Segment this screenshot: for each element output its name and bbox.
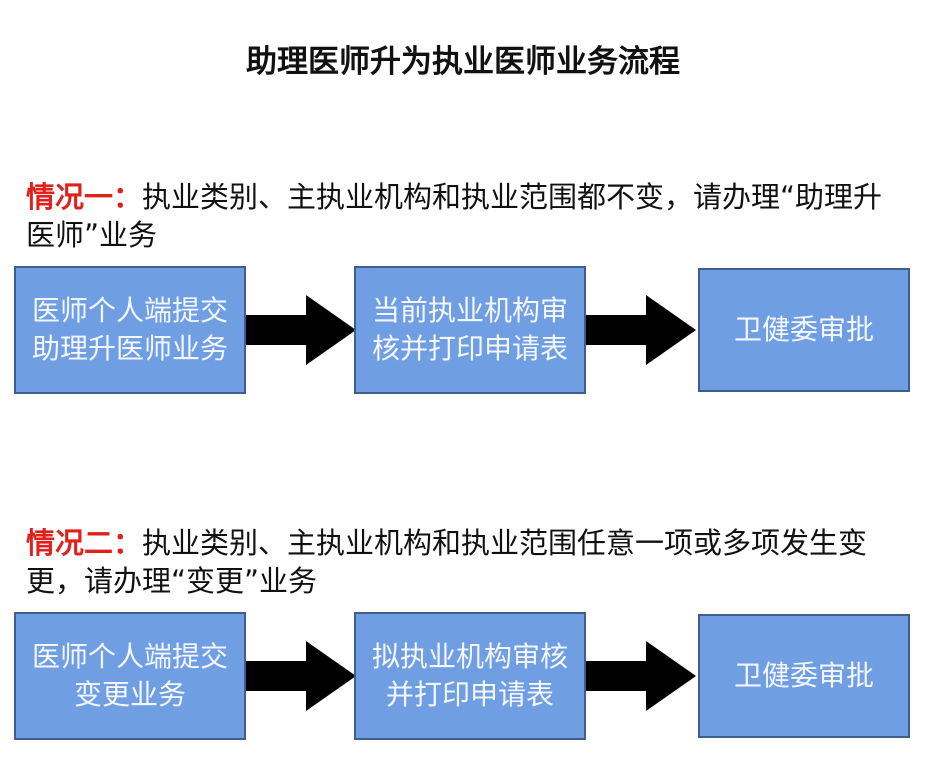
case-1-step-2: 当前执业机构审核并打印申请表 <box>354 266 586 394</box>
arrow-right-icon <box>246 295 356 365</box>
case-2-step-1: 医师个人端提交变更业务 <box>14 612 246 740</box>
arrow-right-icon <box>246 641 356 711</box>
case-2-text: 执业类别、主执业机构和执业范围任意一项或多项发生变更，请办理“变更”业务 <box>26 526 868 598</box>
case-2-step-3: 卫健委审批 <box>698 614 910 738</box>
case-2-description: 情况二：执业类别、主执业机构和执业范围任意一项或多项发生变更，请办理“变更”业务 <box>26 524 906 600</box>
case-2-step-2: 拟执业机构审核并打印申请表 <box>354 612 586 740</box>
case-1-step-3: 卫健委审批 <box>698 268 910 392</box>
case-1-step-1: 医师个人端提交助理升医师业务 <box>14 266 246 394</box>
case-1-label: 情况一： <box>26 180 143 214</box>
arrow-right-icon <box>586 295 696 365</box>
arrow-right-icon <box>586 641 696 711</box>
case-1-description: 情况一：执业类别、主执业机构和执业范围都不变，请办理“助理升医师”业务 <box>26 178 906 254</box>
case-1-text: 执业类别、主执业机构和执业范围都不变，请办理“助理升医师”业务 <box>26 180 883 252</box>
case-2-label: 情况二： <box>26 526 143 560</box>
page-title: 助理医师升为执业医师业务流程 <box>246 44 680 80</box>
